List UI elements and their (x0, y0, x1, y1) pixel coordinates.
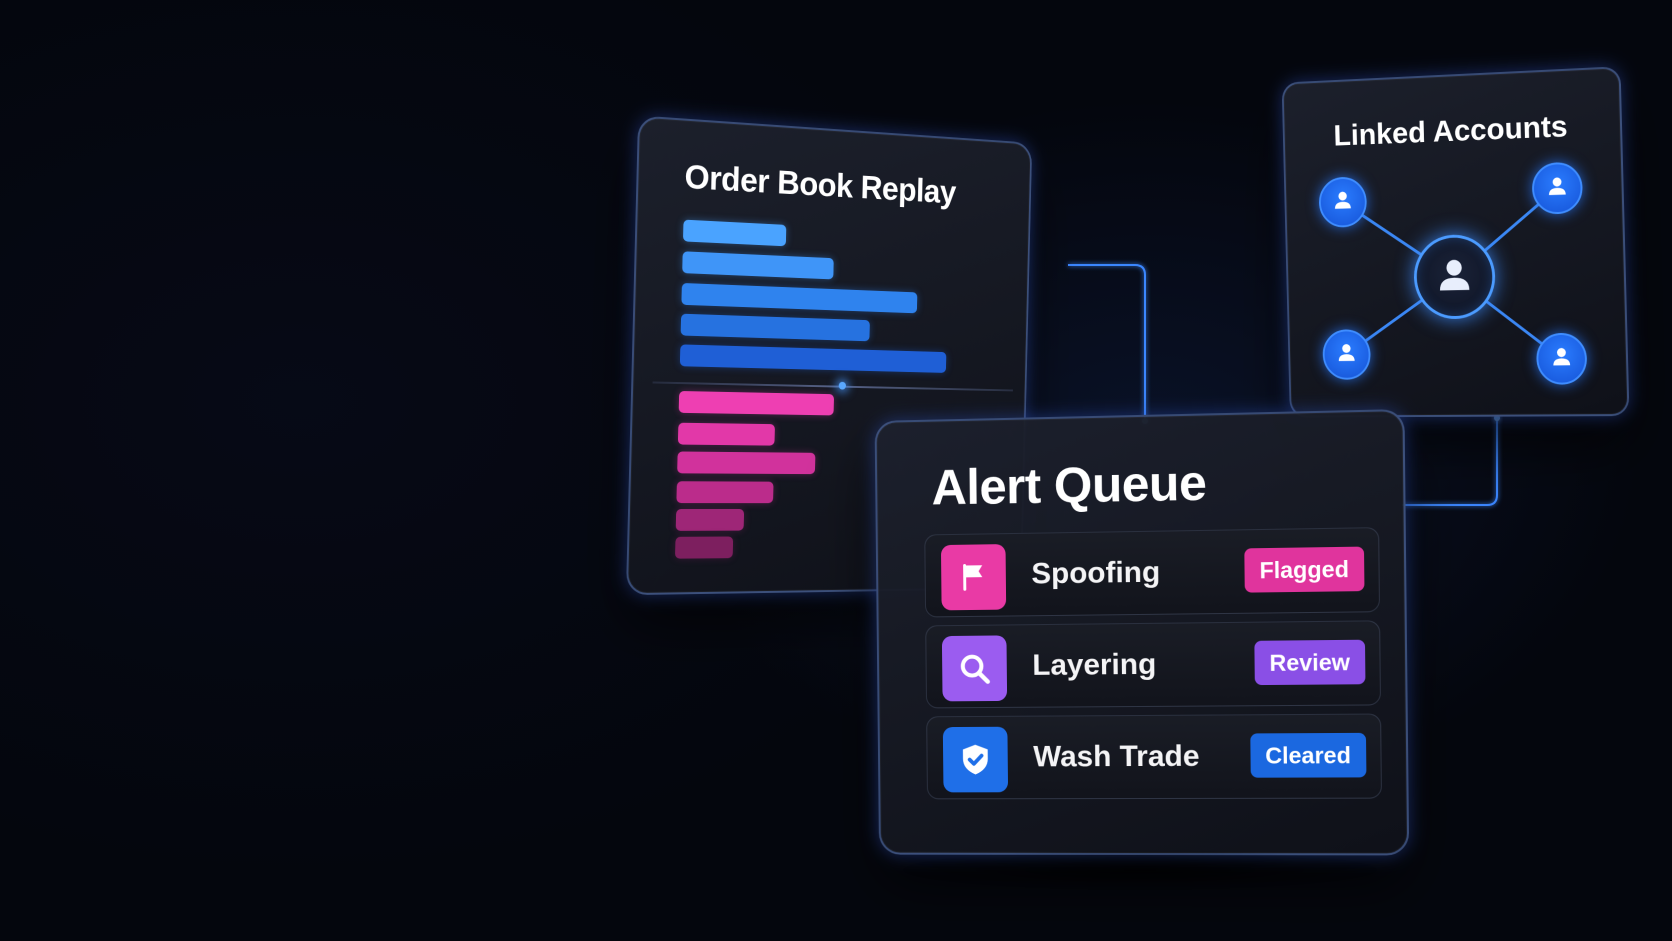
shield-check-icon (942, 726, 1009, 793)
bid-depth-bar (679, 344, 947, 373)
user-icon (1433, 252, 1476, 301)
linked-accounts-panel: Linked Accounts (1281, 66, 1630, 418)
ask-depth-bar (675, 509, 745, 531)
order-book-title: Order Book Replay (684, 158, 957, 212)
bid-depth-bar (682, 251, 834, 280)
ask-depth-bar (677, 422, 775, 446)
account-node-bottom-left[interactable] (1322, 329, 1372, 380)
alert-row-spoofing[interactable]: Spoofing Flagged (924, 527, 1381, 618)
ask-depth-bar (677, 451, 816, 475)
user-icon (1331, 187, 1356, 218)
bid-depth-bar (680, 313, 870, 342)
status-badge-flagged[interactable]: Flagged (1244, 546, 1365, 593)
alert-row-layering[interactable]: Layering Review (925, 620, 1382, 709)
ask-depth-bar (674, 536, 734, 559)
alert-queue-panel: Alert Queue Spoofing Flagged Layering Re… (874, 408, 1410, 856)
status-badge-cleared[interactable]: Cleared (1249, 732, 1367, 778)
alert-label: Spoofing (1031, 555, 1161, 591)
status-badge-review[interactable]: Review (1254, 639, 1366, 686)
panel-shadow (900, 850, 1380, 890)
flag-icon (940, 544, 1007, 611)
account-node-bottom-right[interactable] (1535, 332, 1588, 385)
user-icon (1334, 339, 1359, 369)
alert-label: Wash Trade (1033, 739, 1200, 774)
user-icon (1549, 343, 1575, 374)
ask-depth-bar (678, 390, 835, 416)
search-icon (941, 635, 1008, 702)
alert-row-wash-trade[interactable]: Wash Trade Cleared (926, 713, 1382, 800)
bid-depth-bar (681, 282, 918, 314)
ask-depth-bar (676, 481, 774, 504)
bid-depth-bar (682, 219, 787, 247)
alert-queue-title: Alert Queue (931, 454, 1207, 516)
user-icon (1544, 172, 1570, 204)
alert-label: Layering (1032, 647, 1157, 682)
